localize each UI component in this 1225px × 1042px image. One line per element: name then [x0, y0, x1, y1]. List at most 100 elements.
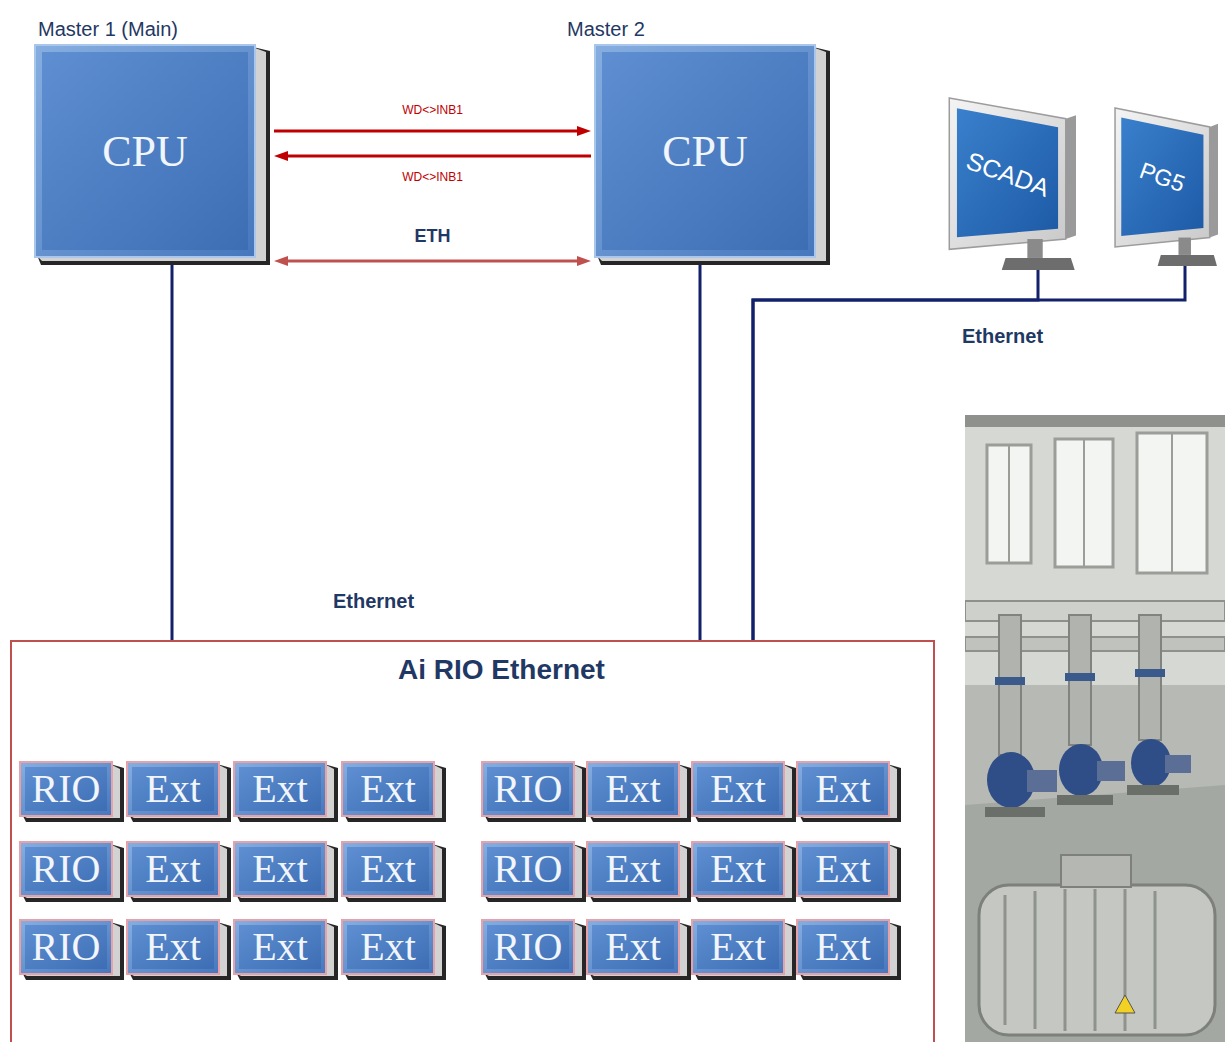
- box-face: [342, 920, 434, 974]
- network-label: Ethernet: [333, 590, 414, 613]
- box-inner-face: [25, 847, 107, 891]
- box-inner-face: [592, 925, 674, 969]
- pump-room-photo: [965, 415, 1225, 1042]
- floor: [965, 785, 1225, 1042]
- label-anchor: WD<>INB1: [400, 170, 465, 184]
- io-module-box: RIO: [20, 762, 124, 822]
- module-label: RIO: [32, 927, 101, 967]
- box-face: [127, 762, 219, 816]
- module-label: Ext: [252, 849, 308, 889]
- box-edge: [590, 845, 687, 898]
- motor-fin: [1004, 895, 1007, 1025]
- box-inner-face: [487, 847, 569, 891]
- pump-base: [985, 807, 1045, 817]
- pump-motor: [1027, 770, 1057, 792]
- box-inner-face: [132, 925, 214, 969]
- monitor-base: [1158, 255, 1217, 266]
- box-edge: [345, 845, 442, 898]
- box-face: [587, 842, 679, 896]
- io-module-box: RIO: [20, 920, 124, 980]
- node-heading: Master 1 (Main): [38, 13, 178, 45]
- electric-motor: [979, 885, 1215, 1035]
- box-inner-face: [697, 847, 779, 891]
- box-inner-face: [347, 847, 429, 891]
- box-edge: [345, 923, 442, 976]
- box-inner-face: [487, 767, 569, 811]
- box-inner-face: [239, 767, 321, 811]
- io-module-box: Ext: [127, 920, 231, 980]
- box-edge: [23, 923, 120, 976]
- window: [1055, 439, 1113, 567]
- box-inner-face: [132, 767, 214, 811]
- box-edge: [130, 923, 227, 976]
- box-face: [797, 842, 889, 896]
- box-face: [234, 920, 326, 974]
- io-module-box: Ext: [587, 920, 691, 980]
- photo-ground: [965, 415, 1225, 1042]
- box-edge: [695, 845, 792, 898]
- pipe-flange: [1065, 673, 1095, 681]
- motor-fin: [1154, 891, 1157, 1029]
- module-label: Ext: [815, 769, 871, 809]
- box-inner-face: [25, 767, 107, 811]
- box-inner-face: [25, 925, 107, 969]
- pump-base: [1057, 795, 1113, 805]
- module-label: Ext: [710, 849, 766, 889]
- module-label: Ext: [252, 927, 308, 967]
- io-module-box: Ext: [797, 842, 901, 902]
- box-face: [35, 45, 255, 257]
- terminal-box: [1061, 855, 1131, 887]
- signal-arrow: [280, 155, 591, 158]
- box-edge: [237, 923, 334, 976]
- box-face: [20, 842, 112, 896]
- box-edge: [130, 845, 227, 898]
- box-edge: [23, 765, 120, 818]
- io-module-box: Ext: [587, 762, 691, 822]
- window: [1137, 433, 1207, 573]
- box-face: [482, 842, 574, 896]
- module-label: RIO: [494, 769, 563, 809]
- module-label: Ext: [815, 849, 871, 889]
- signal-arrow: [280, 260, 585, 263]
- io-module-box: Ext: [234, 920, 338, 980]
- io-module-box: Ext: [342, 920, 446, 980]
- module-label: Ext: [360, 849, 416, 889]
- io-module-box: Ext: [692, 920, 796, 980]
- pump-motor: [1097, 761, 1125, 781]
- box-face: [595, 45, 815, 257]
- monitor-side: [1210, 124, 1218, 238]
- box-face: [342, 842, 434, 896]
- network-line: [699, 265, 702, 640]
- box-edge: [800, 765, 897, 818]
- io-module-box: Ext: [342, 762, 446, 822]
- motor-fin: [1094, 889, 1097, 1031]
- box-inner-face: [592, 767, 674, 811]
- box-inner-face: [802, 925, 884, 969]
- box-inner-face: [602, 52, 808, 250]
- box-face: [587, 920, 679, 974]
- box-face: [20, 920, 112, 974]
- box-face: [797, 762, 889, 816]
- module-label: RIO: [32, 849, 101, 889]
- box-face: [234, 842, 326, 896]
- io-module-box: Ext: [692, 842, 796, 902]
- box-face: [482, 920, 574, 974]
- pump-motor: [1165, 755, 1191, 773]
- io-module-box: Ext: [797, 920, 901, 980]
- window-mullion: [1171, 433, 1173, 573]
- box-edge: [695, 923, 792, 976]
- module-label: RIO: [494, 849, 563, 889]
- io-module-box: Ext: [234, 842, 338, 902]
- ceiling-beam: [965, 415, 1225, 427]
- warning-sticker: [1115, 995, 1135, 1013]
- motor-fin: [1034, 891, 1037, 1029]
- box-face: [587, 762, 679, 816]
- pump: [1059, 744, 1103, 796]
- box-edge: [485, 923, 582, 976]
- edge-label: WD<>INB1: [400, 103, 465, 117]
- box-edge: [345, 765, 442, 818]
- box-face: [482, 762, 574, 816]
- box-face: [127, 920, 219, 974]
- box-edge: [130, 765, 227, 818]
- module-label: RIO: [32, 769, 101, 809]
